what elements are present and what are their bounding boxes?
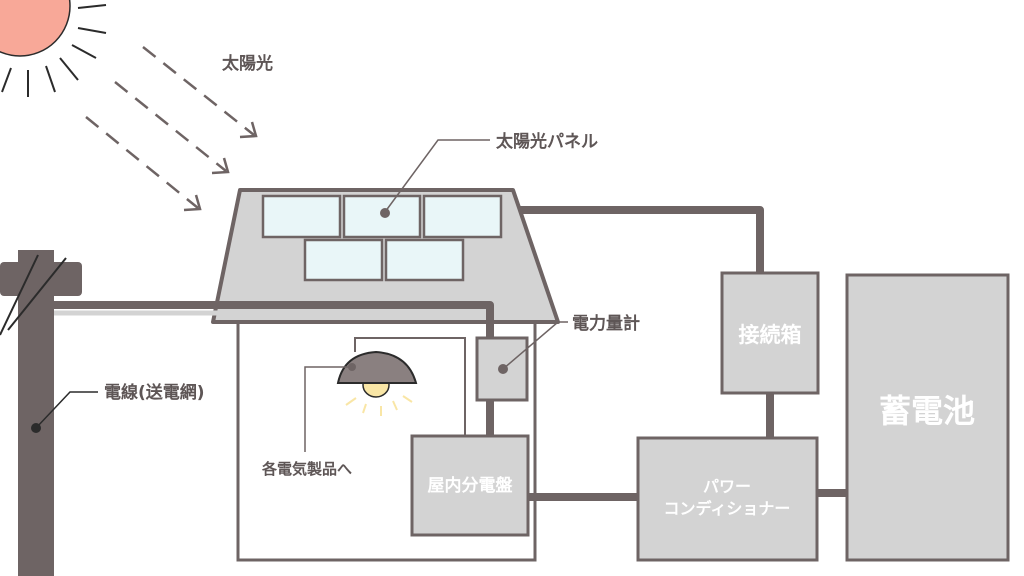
sun-icon [0, 0, 107, 97]
distribution-board [410, 434, 530, 537]
sunlight-label: 太陽光 [222, 53, 273, 74]
solar-panel-label: 太陽光パネル [496, 131, 598, 152]
power-conditioner-label-1: パワー [703, 477, 751, 496]
distribution-board-label: 屋内分電盤 [428, 475, 514, 496]
utility-pole [0, 250, 82, 576]
battery-label: 蓄電池 [879, 392, 975, 430]
power-meter-label: 電力量計 [572, 313, 640, 334]
power-conditioner [636, 436, 819, 562]
power-conditioner-label-2: コンディショナー [664, 499, 791, 518]
grid-wire [54, 301, 494, 338]
power-line-leader [35, 391, 98, 429]
power-line-label: 電線(送電網) [104, 382, 205, 403]
appliances-label: 各電気製品へ [261, 460, 352, 478]
lamp-icon [336, 350, 418, 416]
battery [845, 273, 1010, 562]
junction-box-label: 接続箱 [739, 323, 802, 347]
solar-panel-leader [384, 139, 490, 213]
power-meter [475, 336, 529, 402]
junction-box [720, 271, 820, 395]
solar-panels [261, 194, 503, 282]
sunlight-arrows [85, 46, 258, 212]
